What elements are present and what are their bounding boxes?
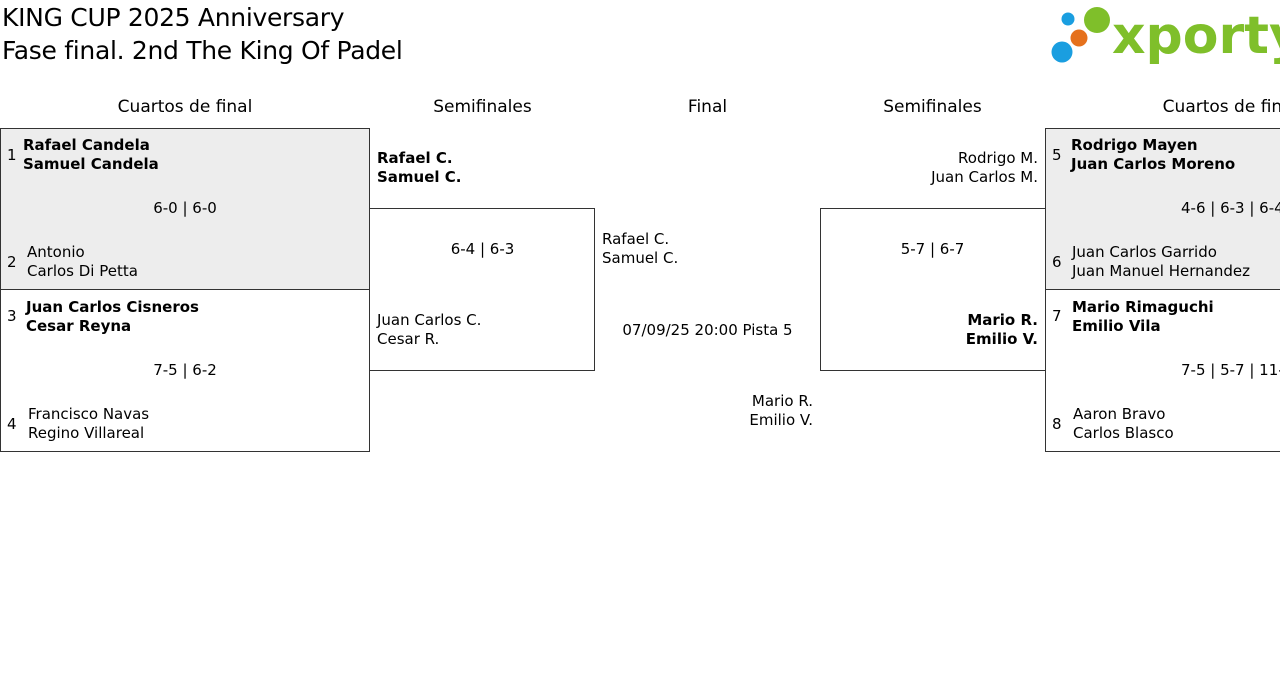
player-name: Rafael C.: [602, 230, 670, 248]
match-card-right-qf-1[interactable]: [1045, 128, 1280, 290]
player-name: Francisco Navas: [28, 405, 150, 423]
player-name: Samuel Candela: [23, 155, 159, 173]
seed-number: 3: [7, 307, 17, 325]
player-name: Aaron Bravo: [1073, 405, 1166, 423]
player-name: Carlos Di Petta: [27, 262, 138, 280]
player-name: Mario R.: [967, 311, 1038, 329]
match-score: 7-5 | 5-7 | 11-9: [1181, 361, 1280, 379]
tournament-title: KING CUP 2025 Anniversary: [2, 3, 345, 32]
seed-number: 2: [7, 253, 17, 271]
match-score: 4-6 | 6-3 | 6-4: [1181, 199, 1280, 217]
player-name: Emilio V.: [749, 411, 813, 429]
player-name: Mario Rimaguchi: [1072, 298, 1214, 316]
player-name: Samuel C.: [602, 249, 679, 267]
player-name: Rafael Candela: [23, 136, 150, 154]
player-name: Rodrigo Mayen: [1071, 136, 1198, 154]
match-card-right-qf-2[interactable]: [1045, 289, 1280, 452]
logo-dots-icon: [1051, 7, 1110, 63]
player-name: Emilio V.: [965, 330, 1038, 348]
xporty-logo: [1050, 4, 1280, 66]
seed-number: 6: [1052, 253, 1062, 271]
logo-text: xporty: [1112, 6, 1280, 66]
player-name: Juan Carlos Cisneros: [26, 298, 199, 316]
player-name: Rafael C.: [377, 149, 453, 167]
match-score: 6-0 | 6-0: [153, 199, 217, 217]
player-name: Cesar Reyna: [26, 317, 132, 335]
player-name: Antonio: [27, 243, 85, 261]
tournament-subtitle: Fase final. 2nd The King Of Padel: [2, 36, 403, 65]
match-score: 6-4 | 6-3: [450, 240, 515, 258]
player-name: Carlos Blasco: [1073, 424, 1174, 442]
final-schedule: 07/09/25 20:00 Pista 5: [622, 321, 793, 339]
round-header-left-quarterfinals: Cuartos de final: [117, 97, 253, 117]
player-name: Juan Manuel Hernandez: [1072, 262, 1250, 280]
round-header-final: Final: [687, 97, 728, 117]
seed-number: 1: [7, 146, 17, 164]
match-card-left-qf-1[interactable]: [0, 128, 370, 290]
player-name: Rodrigo M.: [958, 149, 1038, 167]
player-name: Mario R.: [751, 392, 813, 410]
round-header-left-semifinals: Semifinales: [433, 97, 532, 117]
player-name: Juan Carlos Moreno: [1071, 155, 1236, 173]
seed-number: 5: [1052, 146, 1062, 164]
seed-number: 4: [7, 415, 17, 433]
player-name: Cesar R.: [377, 330, 440, 348]
round-header-right-semifinals: Semifinales: [883, 97, 982, 117]
player-name: Juan Carlos C.: [377, 311, 482, 329]
player-name: Juan Carlos Garrido: [1072, 243, 1217, 261]
seed-number: 8: [1052, 415, 1062, 433]
round-header-right-quarterfinals: Cuartos de final: [1162, 97, 1280, 117]
player-name: Samuel C.: [377, 168, 462, 186]
match-score: 7-5 | 6-2: [153, 361, 217, 379]
player-name: Emilio Vila: [1072, 317, 1161, 335]
player-name: Regino Villareal: [28, 424, 145, 442]
match-card-left-sf[interactable]: [369, 208, 595, 371]
player-name: Juan Carlos M.: [931, 168, 1038, 186]
seed-number: 7: [1052, 307, 1062, 325]
match-score: 5-7 | 6-7: [900, 240, 965, 258]
